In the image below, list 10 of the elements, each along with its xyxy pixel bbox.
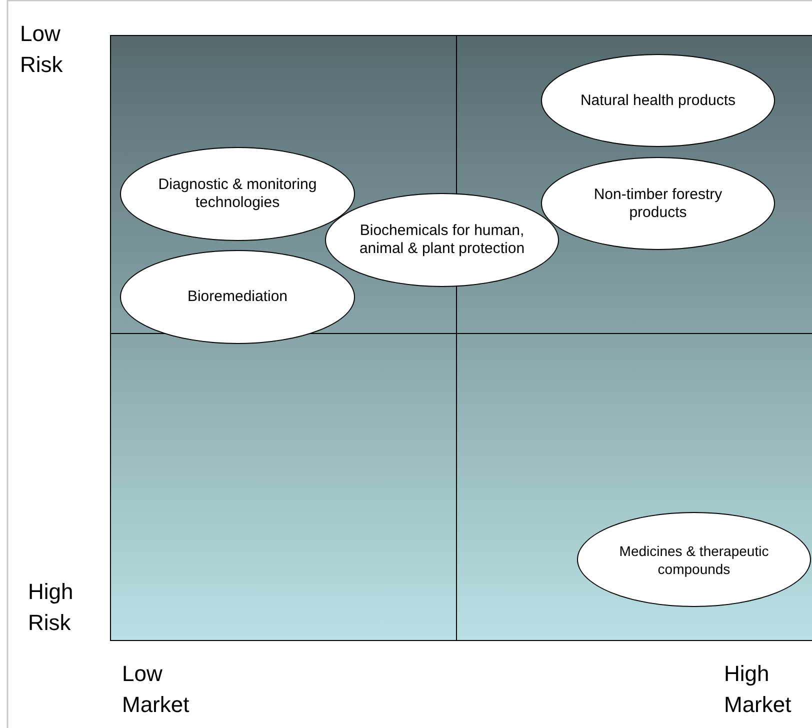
- node-text: Medicines & therapeutic compounds: [618, 542, 770, 578]
- node-text: Bioremediation: [186, 288, 289, 306]
- node-text: Biochemicals for human, animal & plant protection: [358, 222, 526, 258]
- axis-label: High Risk: [28, 578, 74, 637]
- axis-label: Low Risk: [20, 20, 64, 79]
- node-text: Non-timber forestry products: [592, 186, 724, 222]
- axis-label: High Market: [724, 660, 792, 719]
- node-text: Natural health products: [579, 92, 737, 110]
- axis-label: Low Market: [122, 660, 190, 719]
- node-text: Diagnostic & monitoring technologies: [157, 176, 318, 212]
